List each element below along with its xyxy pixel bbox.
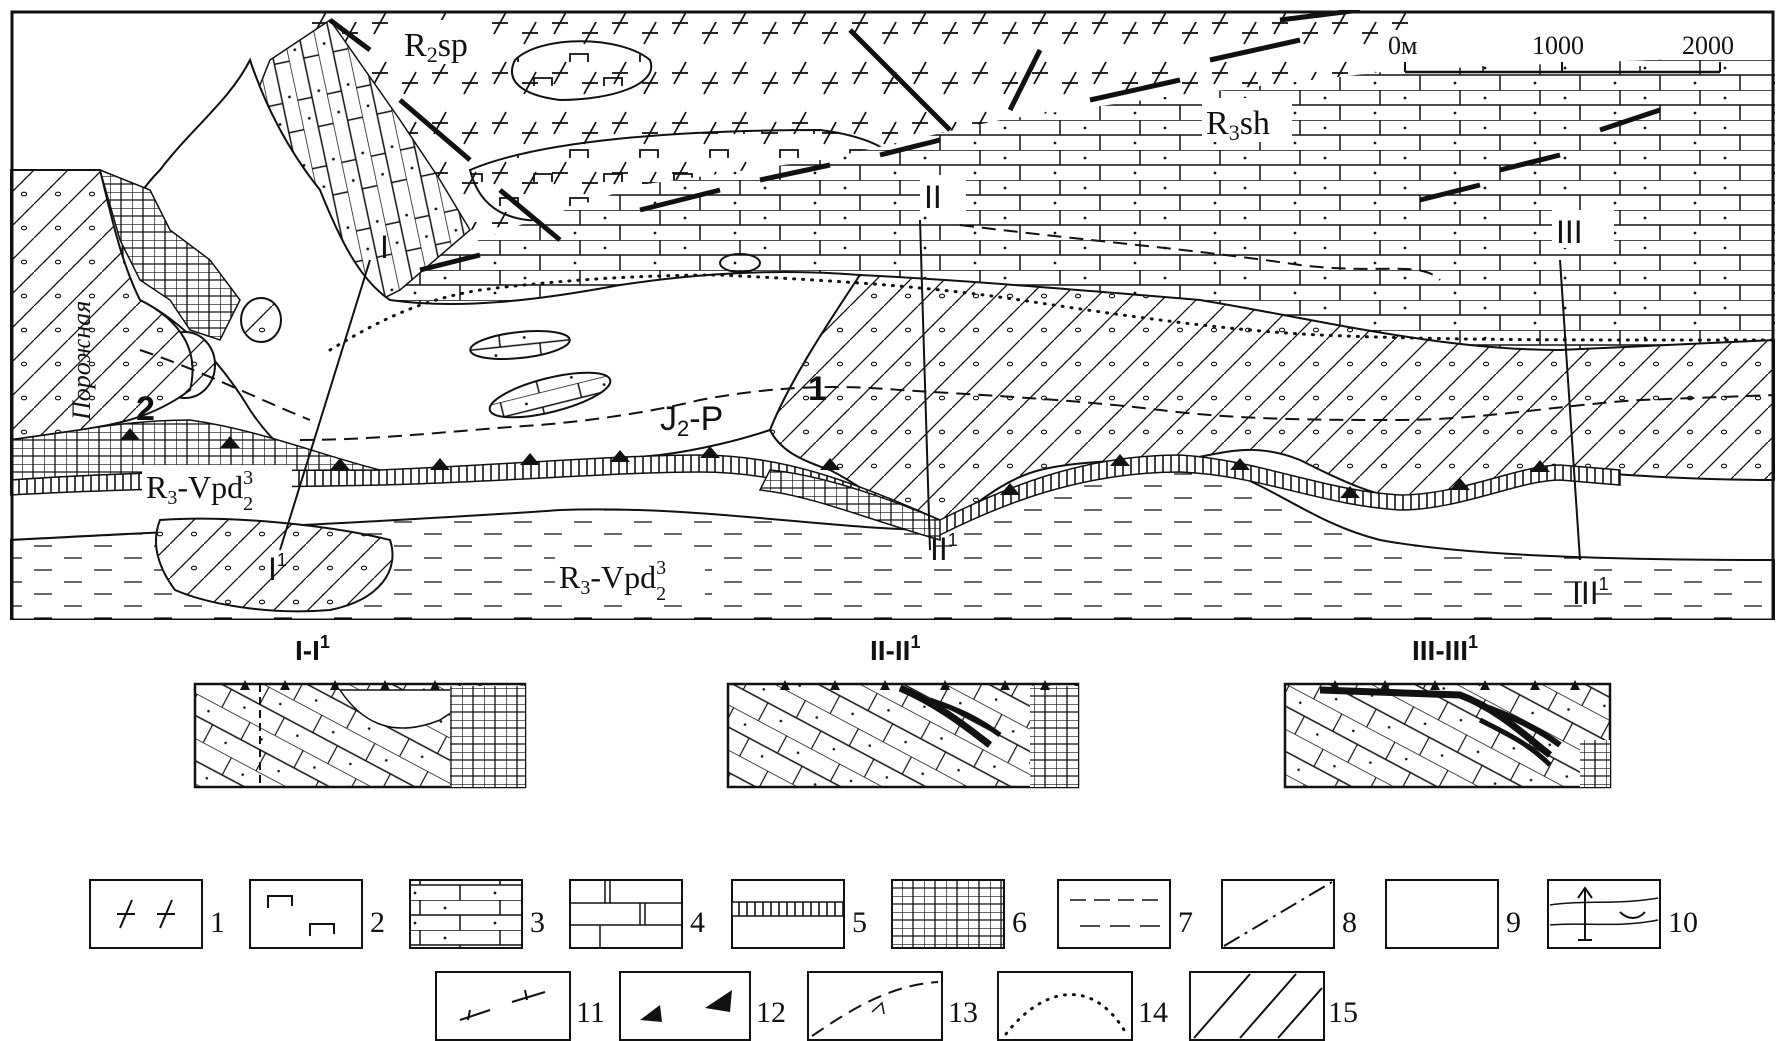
legend-item-10: 10	[1547, 879, 1698, 949]
legend-item-3: 3	[409, 879, 545, 949]
outcrop-lens-2	[469, 330, 571, 360]
legend-item-14: 14	[997, 971, 1168, 1041]
legend-number-10: 10	[1668, 906, 1698, 939]
legend-item-6: 6	[891, 879, 1027, 949]
unit-sw-hatch	[155, 517, 394, 613]
legend-item-12: 12	[619, 971, 786, 1041]
legend-item-1: 1	[89, 879, 225, 949]
legend-number-1: 1	[210, 906, 225, 939]
section-1-title: I-I1	[295, 632, 330, 666]
unit-west-hatch	[10, 169, 194, 442]
legend-item-15: 15	[1189, 971, 1358, 1041]
legend-number-5: 5	[852, 906, 867, 939]
legend-number-11: 11	[576, 996, 605, 1029]
label-section-i1: I1	[268, 550, 287, 587]
legend-item-11: 11	[435, 971, 605, 1041]
legend-number-3: 3	[530, 906, 545, 939]
unit-stripe-band	[10, 454, 1621, 536]
outcrop-oval-1	[240, 297, 282, 343]
section-3	[1283, 680, 1612, 789]
label-area-1: 1	[808, 370, 827, 408]
label-section-iii: III	[1556, 214, 1583, 250]
legend-item-13: 13	[807, 971, 978, 1041]
unit-dolomite-middle	[758, 469, 941, 541]
unit-diagonal-hatch	[768, 273, 1775, 532]
scale-bar: 0м 1000 2000	[1385, 30, 1750, 74]
legend-item-8: 8	[1221, 879, 1357, 949]
legend-number-14: 14	[1138, 996, 1168, 1029]
label-section-ii: II	[924, 179, 942, 215]
legend-item-7: 7	[1057, 879, 1193, 949]
legend-item-4: 4	[569, 879, 705, 949]
label-section-iii1: III1	[1572, 574, 1609, 611]
legend-number-6: 6	[1012, 906, 1027, 939]
label-section-i: I	[380, 229, 389, 265]
section-2	[726, 680, 1080, 789]
label-r3sh: R3sh	[1206, 105, 1270, 145]
legend-number-12: 12	[756, 996, 786, 1029]
unit-west-grid-steps	[98, 168, 241, 341]
legend-number-9: 9	[1506, 906, 1521, 939]
section-1	[193, 680, 527, 789]
outcrop-lens-3	[719, 253, 761, 273]
label-j2p: J2-P	[660, 400, 723, 441]
legend: 1 2 3 4 5 6	[89, 879, 1698, 1041]
legend-number-8: 8	[1342, 906, 1357, 939]
unit-r3sh-belt	[380, 55, 1775, 350]
legend-number-2: 2	[370, 906, 385, 939]
scale-tick-1000: 1000	[1532, 31, 1584, 60]
legend-item-9: 9	[1385, 879, 1521, 949]
legend-number-4: 4	[690, 906, 705, 939]
unit-2-lens	[511, 40, 653, 102]
cross-sections: I-I1 II-II1 III-III1	[193, 632, 1612, 789]
legend-number-7: 7	[1178, 906, 1193, 939]
scale-tick-2000: 2000	[1682, 31, 1734, 60]
legend-number-15: 15	[1328, 996, 1358, 1029]
thrust-teeth	[120, 428, 1550, 498]
label-r2sp: R2sp	[404, 27, 468, 67]
label-area-2: 2	[136, 390, 155, 428]
section-3-title: III-III1	[1412, 632, 1478, 666]
scale-tick-0: 0м	[1388, 31, 1417, 60]
legend-item-5: 5	[731, 879, 867, 949]
label-section-ii1: II1	[930, 530, 958, 567]
label-river: Порожная	[67, 301, 96, 421]
legend-item-2: 2	[249, 879, 385, 949]
outcrop-lens-1	[488, 371, 612, 419]
section-2-title: II-II1	[870, 632, 920, 666]
legend-number-13: 13	[948, 996, 978, 1029]
